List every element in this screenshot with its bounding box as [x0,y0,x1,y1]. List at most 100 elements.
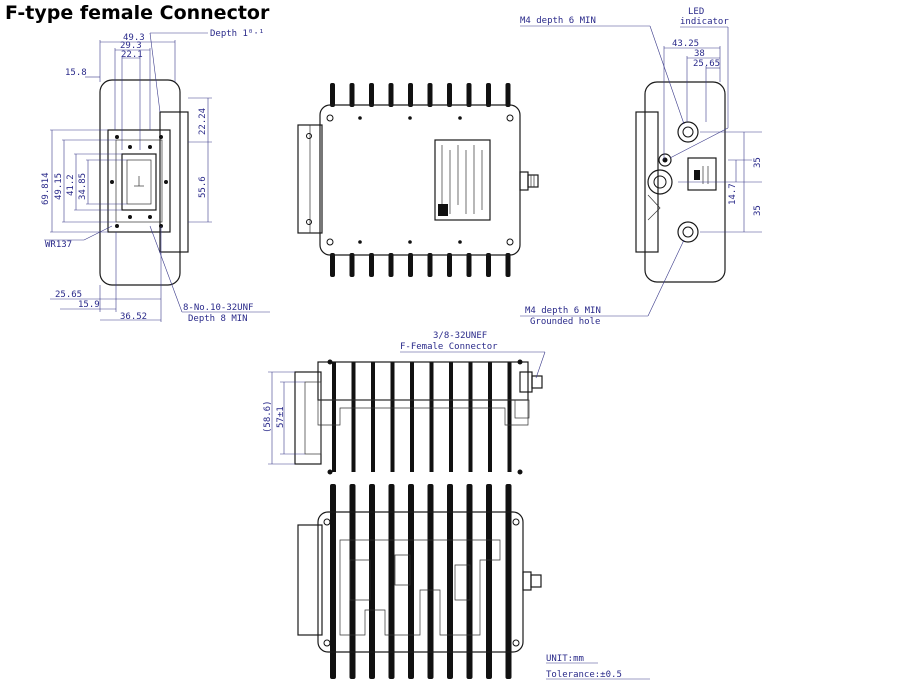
dim-left-69-814: 69.814 [41,172,51,205]
heatsink-fin-top-5 [408,83,413,107]
dim-height-57: 57±1 [276,406,286,428]
heatsink-fin-bottom-6 [427,253,433,277]
heatsink-fin-bottom-9 [486,253,491,277]
connector-label-1: 3/8-32UNEF [433,331,487,341]
dim-rear-38: 38 [694,49,705,59]
side-fin-2 [351,362,356,472]
dim-top-22-1: 22.1 [121,50,143,60]
bottom-view-body [317,511,524,653]
dim-right-55-6: 55.6 [198,176,208,198]
side-view: 3/8-32UNEF F-Female Connector (58.6) 57±… [263,331,546,475]
m4-hole-bottom [677,221,699,243]
top-view-connector [527,174,539,188]
heatsink-fin-bottom-10 [505,253,511,277]
rear-view-connector: M4 depth 6 MIN LED indicator 43.25 38 25… [520,7,763,327]
dim-top-29-3: 29.3 [120,41,142,51]
dim-bottom-15-9: 15.9 [78,300,100,310]
dim-right-22-24: 22.24 [198,108,208,135]
led-label-2: indicator [680,17,729,27]
side-fin-8 [468,362,473,472]
bottom-fin-10 [505,484,512,679]
connector-label-2: F-Female Connector [400,342,498,352]
led-label-1: LED [688,7,704,17]
heatsink-fin-top-7 [447,83,452,107]
top-view-fins-lower [330,253,511,277]
led-indicator [658,153,672,167]
side-fin-9 [488,362,492,472]
bottom-view-fins [330,484,512,679]
dim-rear-43-25: 43.25 [672,39,699,49]
heatsink-fin-top-8 [466,83,472,107]
dim-top-49-3: 49.3 [123,33,145,43]
dim-bottom-25-65: 25.65 [55,290,82,300]
bottom-fin-9 [486,484,492,679]
heatsink-fin-top-2 [349,83,355,107]
flange-label: WR137 [45,240,72,250]
heatsink-fin-top-4 [388,83,394,107]
dim-rear-25-65: 25.65 [693,59,720,69]
heatsink-fin-top-6 [427,83,433,107]
front-view-bracket [159,111,189,253]
bottom-view-connector [530,574,542,588]
dim-rear-14-7: 14.7 [728,183,738,205]
heatsink-fin-bottom-1 [330,253,335,277]
dim-rear-35-bottom: 35 [753,205,763,216]
bottom-fin-6 [427,484,434,679]
bottom-fin-1 [330,484,336,679]
side-fin-3 [371,362,375,472]
m4-label-bottom: M4 depth 6 MIN [525,306,601,316]
heatsink-fin-top-10 [505,83,511,107]
bottom-fin-3 [369,484,375,679]
flange-holes [110,135,168,228]
heatsink-fin-bottom-7 [447,253,452,277]
page-title: F-type female Connector [5,2,270,24]
heatsink-fin-top-1 [330,83,335,107]
bottom-view [297,484,542,679]
thread-note-2: Depth 8 MIN [188,314,248,324]
side-fin-1 [332,362,336,472]
side-view-connector [531,375,543,389]
bottom-fin-2 [349,484,356,679]
heatsink-fin-top-3 [369,83,374,107]
side-fin-5 [410,362,414,472]
depth-note: Depth 1⁰·¹ [210,29,264,39]
front-view-waveguide: 49.3 29.3 22.1 Depth 1⁰·¹ 15.8 69.814 49… [41,29,270,324]
side-fin-7 [449,362,453,472]
dim-left-49-15: 49.15 [54,173,64,200]
tolerance-note: Tolerance:±0.5 [546,670,622,680]
bottom-fin-7 [447,484,453,679]
unit-note: UNIT:mm [546,654,584,664]
heatsink-fin-bottom-4 [388,253,394,277]
bottom-fin-8 [466,484,473,679]
m4-hole-top [677,121,699,143]
waveguide-opening [121,153,157,211]
dim-left-41-2: 41.2 [66,174,76,196]
waveguide-flange [107,129,171,233]
side-fin-4 [390,362,395,472]
side-view-body [317,361,529,401]
heatsink-fin-bottom-2 [349,253,355,277]
dim-height-58-6: (58.6) [263,400,273,433]
dim-rear-35-top: 35 [753,157,763,168]
f-connector-end [647,169,673,195]
rear-view-bracket [635,111,659,253]
side-view-fins [332,362,512,472]
bottom-view-flange [297,524,323,636]
bottom-fin-4 [388,484,395,679]
heatsink-fin-bottom-5 [408,253,413,277]
rear-label [687,157,717,191]
bottom-fin-5 [408,484,414,679]
product-label-plate [434,139,491,221]
dim-left-34-85: 34.85 [78,173,88,200]
heatsink-fin-bottom-8 [466,253,472,277]
heatsink-fin-top-9 [486,83,491,107]
top-view-fins-upper [330,83,511,107]
side-view-flange [294,371,322,465]
thread-note-1: 8-No.10-32UNF [183,303,253,313]
dim-bottom-36-52: 36.52 [120,312,147,322]
grounded-hole-label: Grounded hole [530,317,600,327]
side-fin-6 [429,362,434,472]
side-fin-10 [507,362,512,472]
